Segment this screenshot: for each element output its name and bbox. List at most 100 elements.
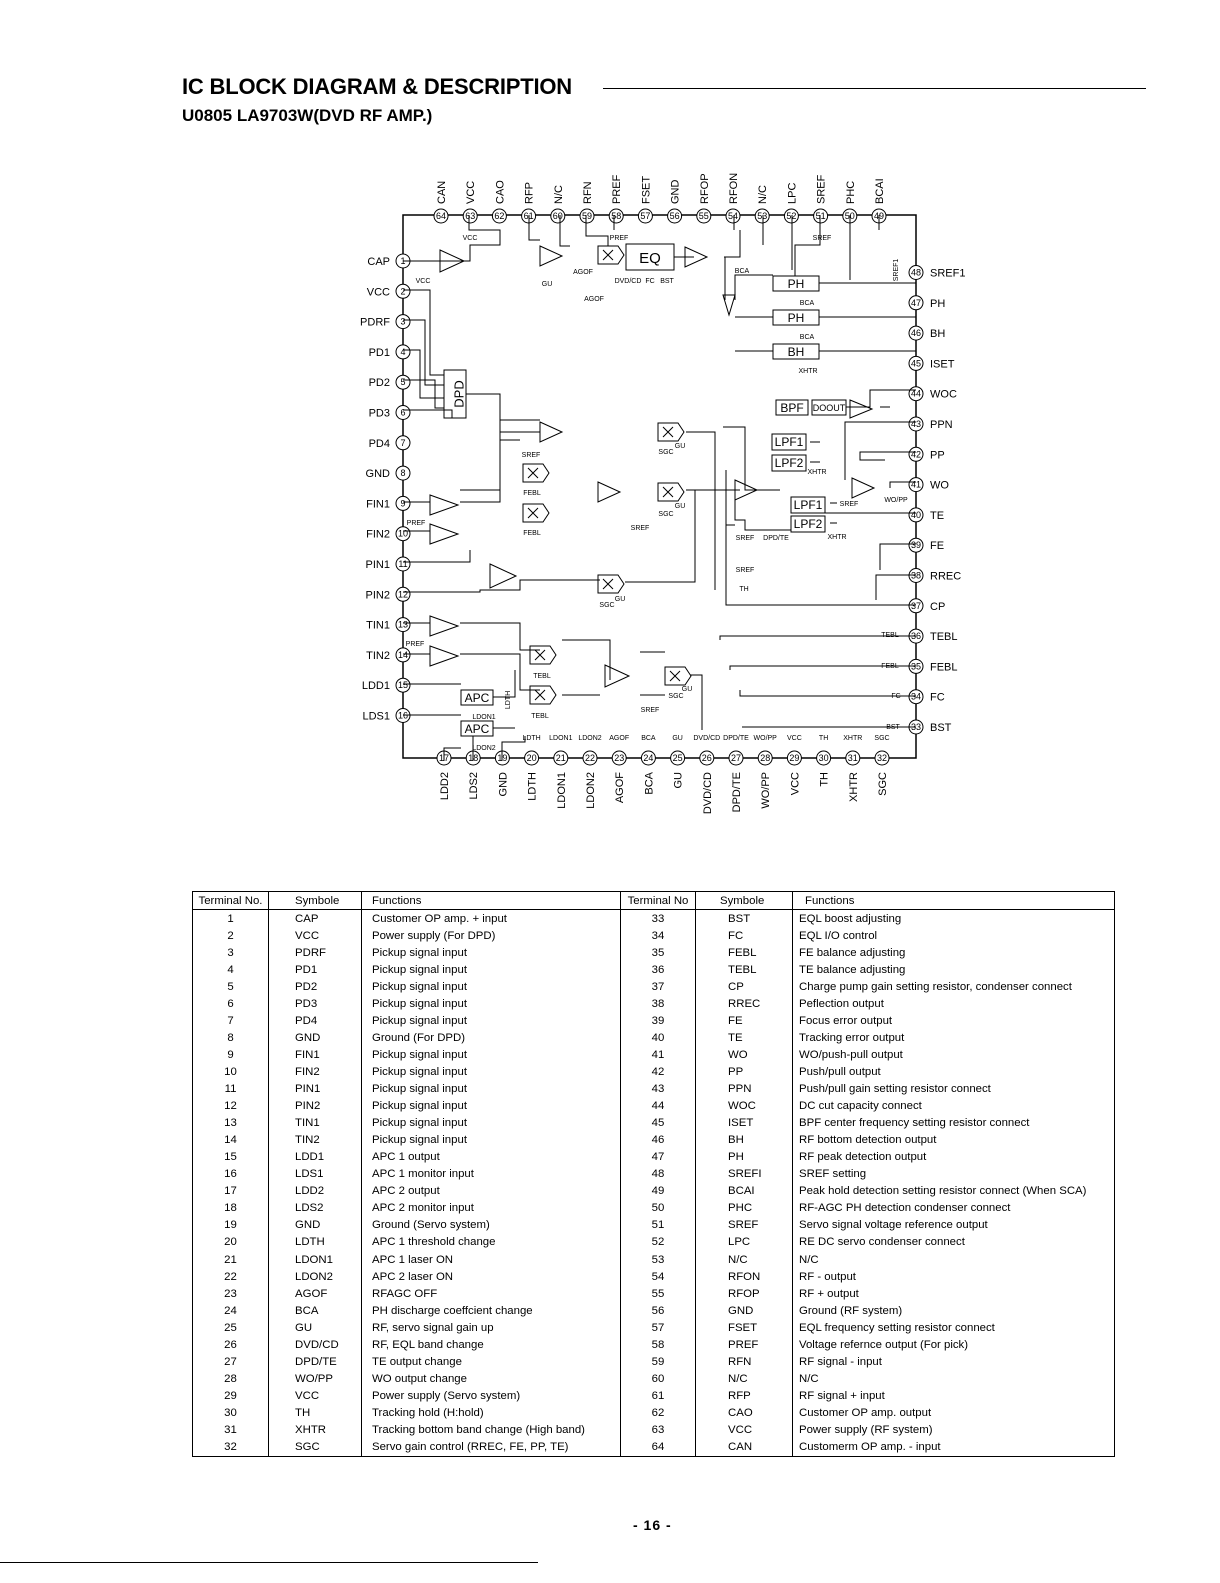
op-amp bbox=[429, 494, 460, 516]
function-cell: Voltage refernce output (For pick) bbox=[792, 1336, 1115, 1354]
symbol-cell: FEBL bbox=[695, 944, 793, 962]
terminal-no-cell: 39 bbox=[620, 1012, 696, 1030]
pin-39: 39 bbox=[908, 537, 924, 553]
apc-label-1: APC bbox=[465, 691, 490, 705]
multiplier-block bbox=[657, 482, 685, 502]
inner-pin-label: LDON1 bbox=[549, 735, 572, 742]
function-cell: APC 1 monitor input bbox=[361, 1165, 621, 1183]
pin-symbol: FC bbox=[930, 692, 945, 704]
terminal-no-cell: 30 bbox=[192, 1404, 269, 1422]
function-cell: EQL frequency setting resistor connect bbox=[792, 1319, 1115, 1337]
pin-symbol: RFP bbox=[524, 182, 536, 204]
header-terminal-right: Terminal No bbox=[620, 890, 696, 911]
pin-symbol: CAP bbox=[367, 256, 390, 268]
pin-number: 42 bbox=[911, 449, 921, 459]
sgc-label-2: SGC bbox=[658, 511, 673, 518]
wopp-label: WO/PP bbox=[884, 497, 908, 504]
function-cell: RF signal - input bbox=[792, 1353, 1115, 1371]
pin-43: 43 bbox=[908, 416, 924, 432]
pin-symbol: RREC bbox=[930, 571, 961, 583]
terminal-no-cell: 14 bbox=[192, 1131, 269, 1149]
pin-symbol: RFOP bbox=[699, 173, 711, 204]
terminal-no-cell: 49 bbox=[620, 1182, 696, 1200]
terminal-no-cell: 43 bbox=[620, 1080, 696, 1098]
function-cell: Servo gain control (RREC, FE, PP, TE) bbox=[361, 1438, 621, 1457]
pin-34: 34 bbox=[908, 689, 924, 705]
pin-number: 26 bbox=[702, 753, 712, 763]
symbol-cell: RFN bbox=[695, 1353, 793, 1371]
pref-label-2: PREF bbox=[407, 520, 426, 527]
symbol-cell: CP bbox=[695, 978, 793, 996]
pin-11: 11 bbox=[395, 556, 411, 572]
multiplier-block bbox=[657, 422, 685, 442]
pin-number: 4 bbox=[400, 347, 405, 357]
function-cell: N/C bbox=[792, 1370, 1115, 1388]
symbol-cell: FIN2 bbox=[268, 1063, 362, 1081]
terminal-no-cell: 25 bbox=[192, 1319, 269, 1337]
pin-number: 13 bbox=[398, 620, 408, 630]
pin-number: 54 bbox=[728, 211, 738, 221]
terminal-no-cell: 63 bbox=[620, 1421, 696, 1439]
function-cell: RF-AGC PH detection condenser connect bbox=[792, 1199, 1115, 1217]
terminal-no-cell: 35 bbox=[620, 944, 696, 962]
terminal-no-cell: 48 bbox=[620, 1165, 696, 1183]
op-amp bbox=[604, 664, 631, 688]
terminal-no-cell: 34 bbox=[620, 927, 696, 945]
pin-symbol: PDRF bbox=[360, 317, 390, 329]
pin-symbol: GND bbox=[366, 468, 391, 480]
symbol-cell: LDD2 bbox=[268, 1182, 362, 1200]
terminal-no-cell: 10 bbox=[192, 1063, 269, 1081]
function-cell: Tracking bottom band change (High band) bbox=[361, 1421, 621, 1439]
pin-number: 15 bbox=[398, 680, 408, 690]
symbol-cell: VCC bbox=[268, 927, 362, 945]
symbol-cell: WO/PP bbox=[268, 1370, 362, 1388]
function-cell: SREF setting bbox=[792, 1165, 1115, 1183]
function-cell: Customerm OP amp. - input bbox=[792, 1438, 1115, 1457]
symbol-cell: TIN2 bbox=[268, 1131, 362, 1149]
pin-symbol: WO/PP bbox=[760, 772, 772, 809]
function-cell: RFAGC OFF bbox=[361, 1285, 621, 1303]
pin-5: 5 bbox=[395, 374, 411, 390]
function-cell: RF, EQL band change bbox=[361, 1336, 621, 1354]
terminal-no-cell: 60 bbox=[620, 1370, 696, 1388]
pin-number: 30 bbox=[819, 753, 829, 763]
symbol-cell: PHC bbox=[695, 1199, 793, 1217]
symbol-cell: AGOF bbox=[268, 1285, 362, 1303]
symbol-cell: LDTH bbox=[268, 1233, 362, 1251]
pin-number: 11 bbox=[398, 559, 407, 569]
pin-number: 37 bbox=[911, 601, 921, 611]
function-cell: TE balance adjusting bbox=[792, 961, 1115, 979]
title-rule bbox=[603, 88, 1146, 89]
symbol-cell: TH bbox=[268, 1404, 362, 1422]
pin-symbol: ISET bbox=[930, 358, 955, 370]
function-cell: Pickup signal input bbox=[361, 1097, 621, 1115]
pin-53: 53 bbox=[754, 208, 770, 224]
function-cell: RF signal + input bbox=[792, 1387, 1115, 1405]
symbol-cell: BCA bbox=[268, 1302, 362, 1320]
pin-number: 5 bbox=[400, 377, 405, 387]
symbol-cell: PP bbox=[695, 1063, 793, 1081]
symbol-cell: RREC bbox=[695, 995, 793, 1013]
pin-number: 43 bbox=[911, 419, 921, 429]
terminal-no-cell: 57 bbox=[620, 1319, 696, 1337]
pin-symbol: PD2 bbox=[369, 377, 390, 389]
terminal-no-cell: 33 bbox=[620, 909, 696, 928]
ic-body bbox=[402, 214, 917, 759]
function-cell: APC 2 laser ON bbox=[361, 1268, 621, 1286]
febl-label: FEBL bbox=[523, 490, 541, 497]
gu-label-2: GU bbox=[675, 443, 686, 450]
pin-27: 27 bbox=[728, 750, 744, 766]
tebl-tag: TEBL bbox=[881, 632, 899, 639]
pin-44: 44 bbox=[908, 386, 924, 402]
terminal-no-cell: 53 bbox=[620, 1250, 696, 1269]
bca-label: BCA bbox=[735, 268, 750, 275]
sref-label-6: SREF bbox=[840, 501, 859, 508]
pin-symbol: LDON1 bbox=[556, 772, 568, 809]
pin-symbol: AGOF bbox=[614, 772, 626, 803]
terminal-no-cell: 2 bbox=[192, 927, 269, 945]
